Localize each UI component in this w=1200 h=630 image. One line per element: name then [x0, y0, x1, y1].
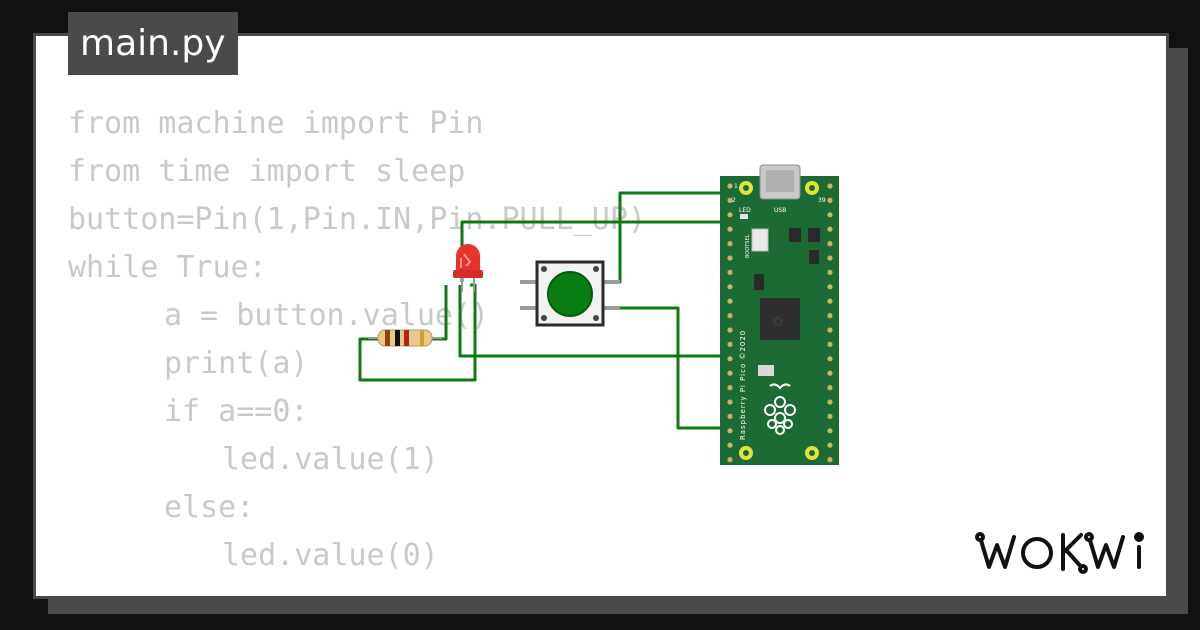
code-line: else:: [164, 490, 255, 525]
resistor[interactable]: [368, 329, 442, 347]
wire-led-cathode-to-pin: [458, 285, 733, 358]
file-tab[interactable]: main.py: [68, 12, 238, 75]
pin-hole: [827, 356, 833, 362]
pin-hole: [727, 197, 733, 203]
pin-hole: [727, 327, 733, 333]
pin-hole: [727, 413, 733, 419]
pin-hole: [827, 413, 833, 419]
pin-hole: [727, 356, 733, 362]
code-line: from time import sleep: [68, 154, 466, 189]
pin-hole: [727, 370, 733, 376]
pin-hole: [727, 269, 733, 275]
pin-hole: [727, 385, 733, 391]
pin-hole: [727, 183, 733, 189]
pin-hole: [827, 269, 833, 275]
pin-hole: [827, 370, 833, 376]
pin-hole: [827, 341, 833, 347]
pin-hole: [727, 255, 733, 261]
pin-1-label: 1: [734, 183, 738, 190]
pin-39-label: 39: [818, 197, 826, 204]
code-line: if a==0:: [164, 394, 309, 429]
code-line: led.value(0): [222, 538, 439, 573]
pin-hole: [827, 255, 833, 261]
svg-text:✿: ✿: [772, 314, 784, 330]
code-line: print(a): [164, 346, 309, 381]
usb-label: USB: [774, 207, 786, 214]
board-silkscreen-text: Raspberry Pi Pico ©2020: [739, 330, 747, 440]
red-led[interactable]: [453, 244, 483, 292]
pin-hole: [827, 442, 833, 448]
pin-hole: [727, 212, 733, 218]
pin-hole: [827, 284, 833, 290]
wire-button-to-gnd: [602, 306, 733, 430]
push-button[interactable]: [520, 260, 620, 327]
pin-hole: [827, 226, 833, 232]
raspberry-logo-icon: [764, 383, 796, 435]
pin-hole: [727, 399, 733, 405]
pin-hole: [727, 226, 733, 232]
wokwi-logo: [975, 532, 1144, 574]
pin-hole: [727, 313, 733, 319]
pin-hole: [727, 298, 733, 304]
pin-hole: [827, 183, 833, 189]
pin-hole: [727, 457, 733, 463]
pin-hole: [727, 241, 733, 247]
left-pin-header: [727, 183, 733, 463]
bootsel-label: BOOTSEL: [745, 234, 751, 258]
pin-hole: [827, 399, 833, 405]
code-line: while True:: [68, 250, 267, 285]
pin-hole: [727, 428, 733, 434]
rp2040-chip: [760, 298, 800, 340]
bootsel-button: [751, 228, 769, 252]
pin-hole: [727, 284, 733, 290]
code-listing: from machine import Pin from time import …: [68, 100, 646, 580]
raspberry-pi-pico-board[interactable]: USB LED 1 2 39 BOOTSEL ✿ Raspberry Pi Pi…: [720, 164, 839, 465]
pin-hole: [727, 341, 733, 347]
pin-hole: [827, 385, 833, 391]
code-line: button=Pin(1,Pin.IN,Pin.PULL_UP): [68, 202, 646, 237]
pin-hole: [827, 197, 833, 203]
right-pin-header: [827, 183, 833, 463]
pin-hole: [727, 442, 733, 448]
wire-button-to-gp0: [602, 191, 733, 284]
led-label: LED: [739, 207, 751, 214]
pin-hole: [827, 313, 833, 319]
pin-hole: [827, 457, 833, 463]
pin-hole: [827, 298, 833, 304]
pin-hole: [827, 428, 833, 434]
code-line: led.value(1): [222, 442, 439, 477]
code-line: from machine import Pin: [68, 106, 484, 141]
pin-2-label: 2: [732, 197, 736, 204]
button-cap: [547, 271, 593, 317]
pin-hole: [827, 212, 833, 218]
pin-hole: [827, 327, 833, 333]
wire-resistor-right: [432, 285, 448, 341]
pin-hole: [827, 241, 833, 247]
file-tab-title: main.py: [80, 23, 226, 64]
